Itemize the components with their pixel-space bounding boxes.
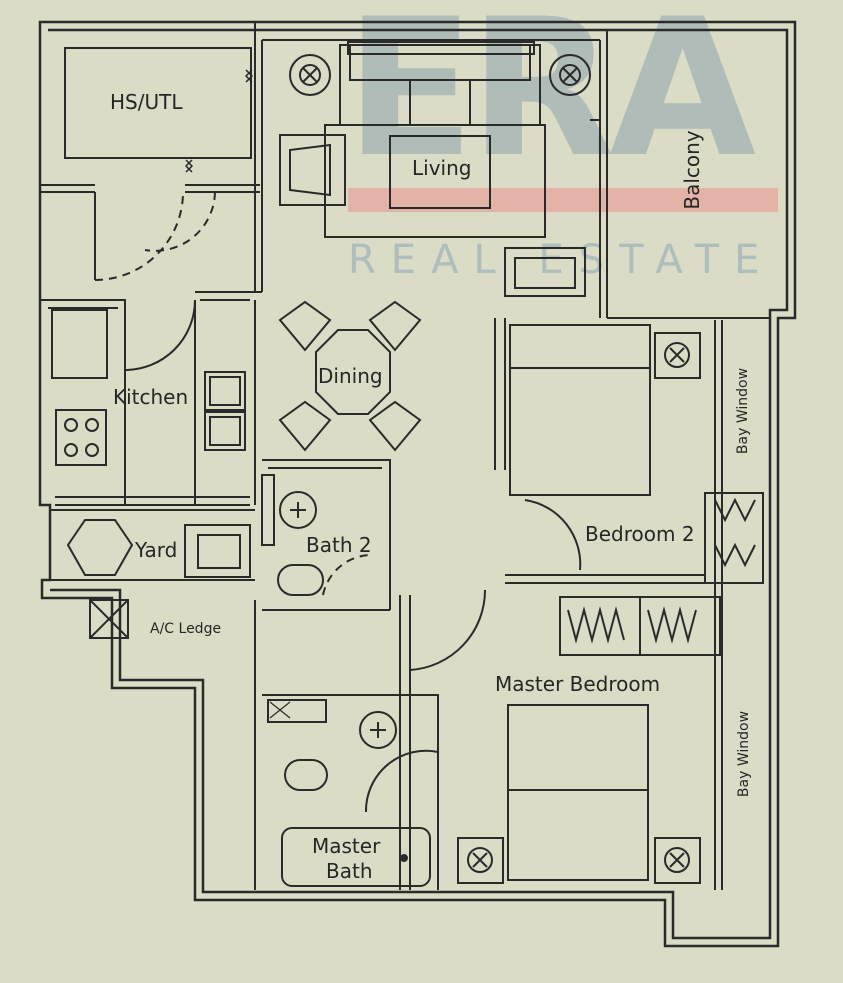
master-bath-label-line2: Bath (326, 859, 373, 883)
hs-utl-label: HS/UTL (110, 90, 183, 114)
master-bath-label-line1: Master (312, 834, 381, 858)
living-label: Living (412, 156, 472, 180)
bath-2-label: Bath 2 (306, 533, 372, 557)
era-watermark-tagline: REAL ESTATE (348, 237, 775, 283)
bedroom-2-label: Bedroom 2 (585, 522, 695, 546)
yard-label: Yard (135, 538, 178, 562)
ac-ledge-label: A/C Ledge (150, 621, 222, 637)
dining-set (280, 302, 420, 450)
living-furniture (280, 42, 590, 296)
dining-chair (280, 302, 330, 350)
master-bedroom-label: Master Bedroom (495, 672, 661, 696)
balcony-room (590, 30, 770, 318)
yard-room (50, 510, 255, 580)
ac-ledge-area (90, 600, 255, 890)
dining-label: Dining (318, 364, 383, 388)
kitchen-room (40, 292, 262, 505)
bay-window-upper-label: Bay Window (735, 367, 751, 455)
balcony-label: Balcony (680, 130, 704, 210)
bath-2-room (262, 460, 390, 610)
hs-utl-room (40, 22, 600, 292)
master-bedroom-room (400, 320, 722, 890)
master-wardrobe (560, 597, 720, 655)
master-bath-room (262, 695, 438, 890)
bay-window-lower-label: Bay Window (736, 710, 752, 798)
outer-walls (40, 22, 795, 946)
kitchen-label: Kitchen (113, 385, 189, 409)
